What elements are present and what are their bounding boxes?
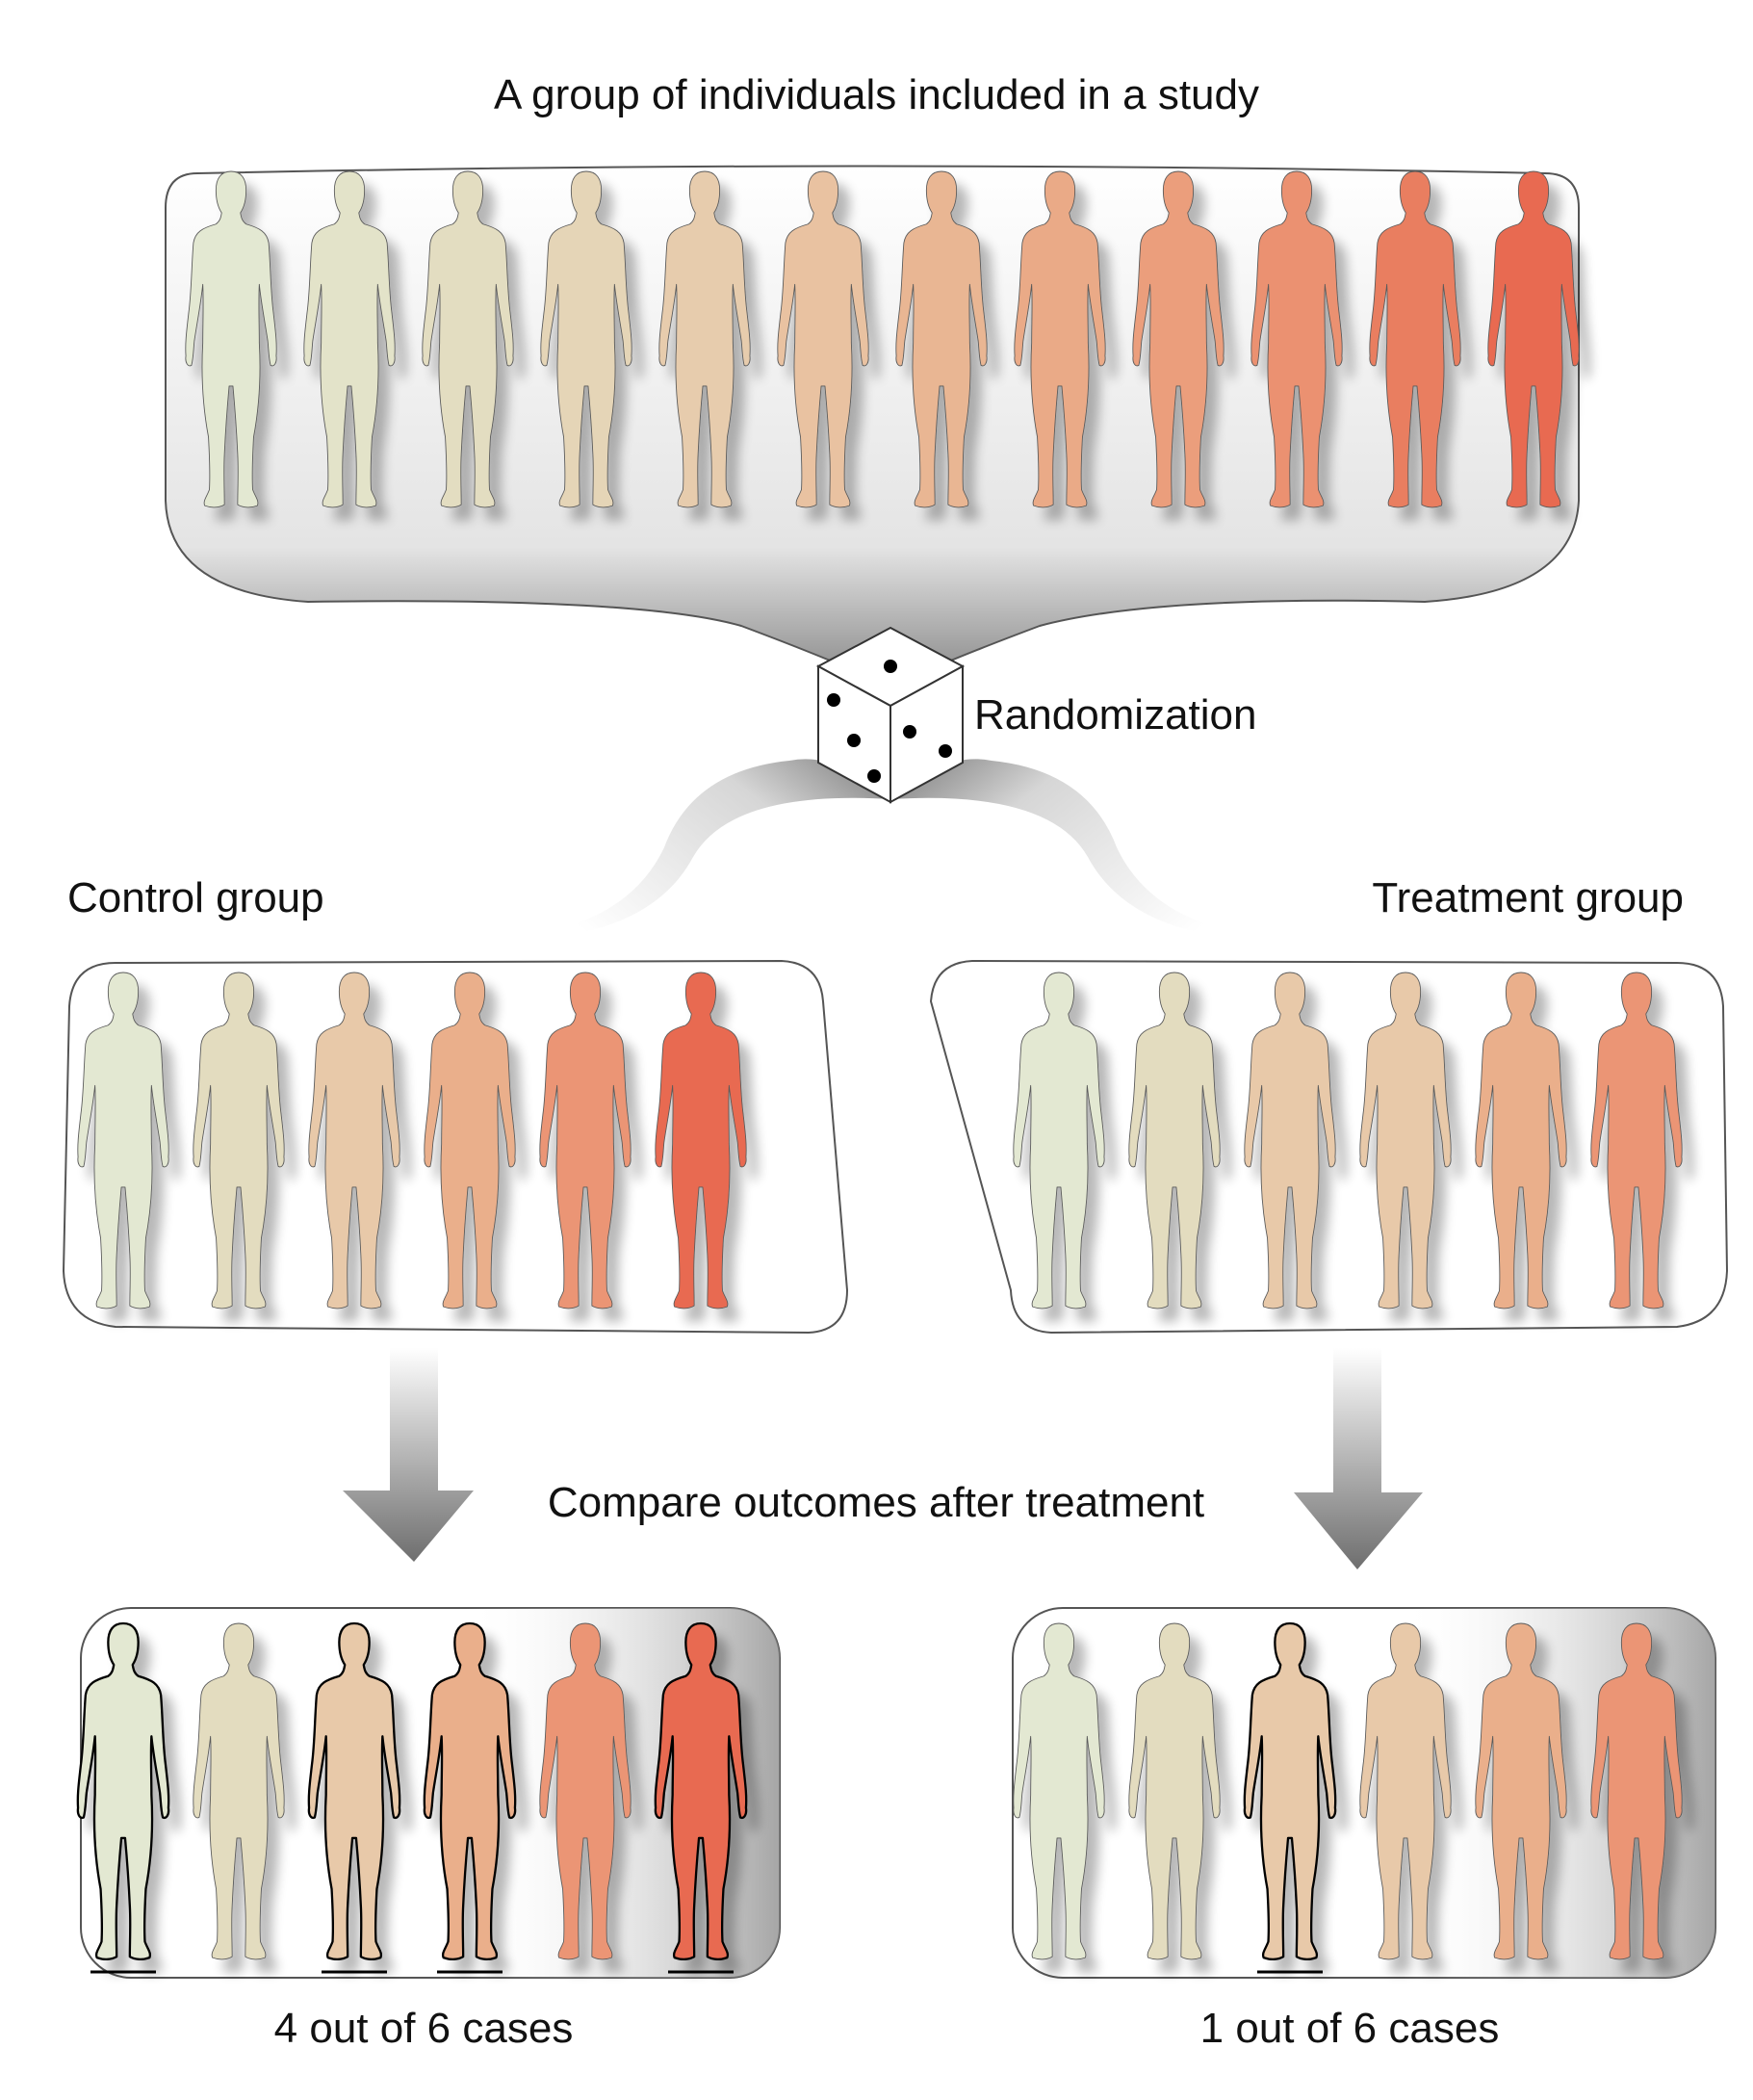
study-person: [895, 170, 988, 508]
control-case-person: [423, 1621, 517, 1961]
control-group-label: Control group: [67, 874, 324, 921]
people-layer: [76, 170, 1683, 1974]
treatment-outcome-person: [1475, 1622, 1567, 1960]
control-case-person: [76, 1621, 170, 1961]
treatment-arrow: [1294, 1348, 1423, 1569]
study-person: [422, 170, 514, 508]
treatment-person: [1013, 972, 1105, 1309]
control-person: [539, 972, 632, 1309]
treatment-person: [1359, 972, 1452, 1309]
compare-outcomes-label: Compare outcomes after treatment: [547, 1479, 1205, 1526]
control-split-funnel: [501, 759, 890, 939]
treatment-person: [1475, 972, 1567, 1309]
study-person: [658, 170, 751, 508]
study-person: [1487, 170, 1580, 508]
study-title: A group of individuals included in a stu…: [494, 71, 1259, 118]
treatment-person: [1244, 972, 1336, 1309]
control-person: [308, 972, 400, 1309]
study-person: [185, 170, 277, 508]
control-arrow: [343, 1348, 474, 1562]
treatment-case-person: [1243, 1621, 1337, 1961]
control-person: [424, 972, 516, 1309]
study-person: [303, 170, 396, 508]
treatment-outcome-person: [1590, 1622, 1683, 1960]
treatment-person: [1590, 972, 1683, 1309]
control-outcome-person: [193, 1622, 285, 1960]
control-result-label: 4 out of 6 cases: [273, 2005, 574, 2052]
study-person: [1132, 170, 1225, 508]
study-person: [1250, 170, 1343, 508]
randomization-label: Randomization: [974, 691, 1257, 739]
control-person: [655, 972, 747, 1309]
treatment-outcome-person: [1128, 1622, 1221, 1960]
treatment-result-label: 1 out of 6 cases: [1199, 2005, 1500, 2052]
study-person: [540, 170, 632, 508]
control-outcome-person: [539, 1622, 632, 1960]
study-person: [1014, 170, 1106, 508]
study-group-panel: [165, 165, 1580, 675]
treatment-group-label: Treatment group: [1372, 874, 1684, 921]
dice-icon: [815, 626, 966, 804]
control-person: [77, 972, 169, 1309]
control-person: [193, 972, 285, 1309]
control-case-person: [307, 1621, 401, 1961]
study-person: [1369, 170, 1461, 508]
treatment-outcome-person: [1359, 1622, 1452, 1960]
study-person: [777, 170, 869, 508]
treatment-split-funnel: [890, 759, 1280, 939]
control-case-person: [654, 1621, 748, 1961]
treatment-outcome-person: [1013, 1622, 1105, 1960]
treatment-person: [1128, 972, 1221, 1309]
